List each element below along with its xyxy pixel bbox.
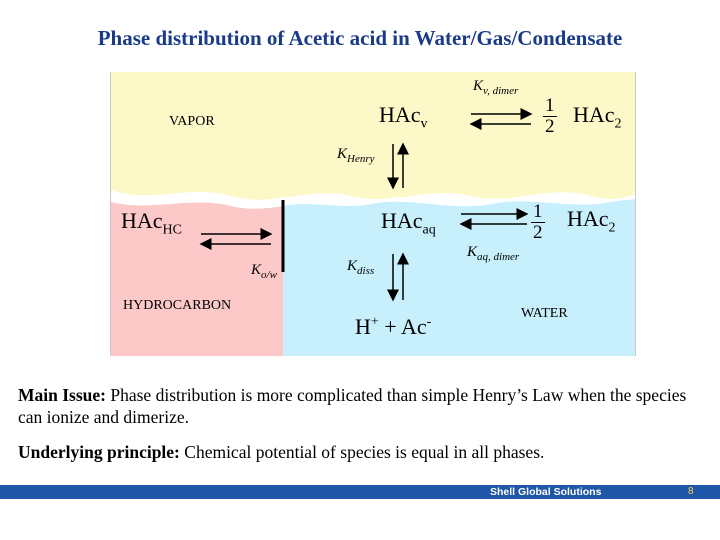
k-diss-text: K [347, 258, 358, 274]
hac-hc-text: HAc [121, 208, 163, 233]
dimer-vapor-sub: 2 [614, 116, 622, 132]
water-region [283, 199, 635, 356]
dimer-aq-sub: 2 [608, 220, 616, 236]
footer-bar [0, 485, 720, 499]
dissociation-products: H+ + Ac- [355, 314, 431, 340]
hydrocarbon-region [111, 202, 283, 356]
vapor-coef-num: 1 [543, 95, 557, 117]
hac-hc: HAcHC [121, 208, 182, 238]
aq-dimer-coefficient: 1 2 [531, 202, 545, 243]
vapor-dimer-coefficient: 1 2 [543, 96, 557, 137]
vapor-label: VAPOR [169, 114, 215, 129]
k-aq-dimer: Kaq, dimer [467, 244, 519, 263]
k-henry-text: K [337, 146, 348, 162]
dimer-aq: HAc2 [567, 206, 616, 236]
k-aq-dimer-text: K [467, 244, 478, 260]
principle-label: Underlying principle: [18, 442, 180, 462]
k-ow: Ko/w [251, 262, 277, 281]
main-issue-paragraph: Main Issue: Phase distribution is more c… [18, 384, 708, 428]
phase-diagram: VAPOR HAcv Kv, dimer 1 2 HAc2 KHenry HAc… [110, 72, 636, 356]
acetate: Ac- [401, 314, 432, 339]
principle-text: Chemical potential of species is equal i… [179, 442, 545, 462]
page-number: 8 [688, 486, 694, 497]
hac-hc-sub: HC [162, 222, 182, 238]
k-v-dimer-sub: v, dimer [483, 85, 519, 97]
aq-coef-num: 1 [531, 201, 545, 223]
k-diss-sub: diss [357, 265, 375, 277]
body-text: Main Issue: Phase distribution is more c… [18, 384, 708, 476]
hac-vapor: HAcv [379, 102, 428, 132]
hac-aq-text: HAc [381, 208, 423, 233]
hac-aq: HAcaq [381, 208, 436, 238]
dimer-vapor: HAc2 [573, 102, 622, 132]
dimer-aq-text: HAc [567, 206, 609, 231]
aq-coef-den: 2 [533, 222, 543, 243]
hac-vapor-text: HAc [379, 102, 421, 127]
hydrocarbon-label: HYDROCARBON [123, 298, 232, 313]
hac-vapor-sub: v [420, 116, 428, 132]
principle-paragraph: Underlying principle: Chemical potential… [18, 441, 708, 463]
brand-logo-text: Shell Global Solutions [490, 486, 602, 498]
page-title: Phase distribution of Acetic acid in Wat… [97, 26, 623, 50]
vapor-coef-den: 2 [545, 116, 555, 137]
k-ow-text: K [251, 262, 262, 278]
main-issue-text: Phase distribution is more complicated t… [18, 385, 687, 427]
plus-sign: + [384, 314, 397, 339]
k-aq-dimer-sub: aq, dimer [477, 251, 520, 263]
k-v-dimer-text: K [473, 78, 484, 94]
k-henry: KHenry [337, 146, 375, 165]
k-diss: Kdiss [347, 258, 374, 277]
water-label: WATER [521, 306, 568, 321]
main-issue-label: Main Issue: [18, 385, 106, 405]
k-v-dimer: Kv, dimer [473, 78, 518, 97]
k-henry-sub: Henry [347, 153, 375, 165]
liquid-phases [111, 108, 635, 356]
hac-aq-sub: aq [422, 222, 436, 238]
dimer-vapor-text: HAc [573, 102, 615, 127]
proton: H+ [355, 314, 379, 339]
k-ow-sub: o/w [261, 269, 277, 281]
